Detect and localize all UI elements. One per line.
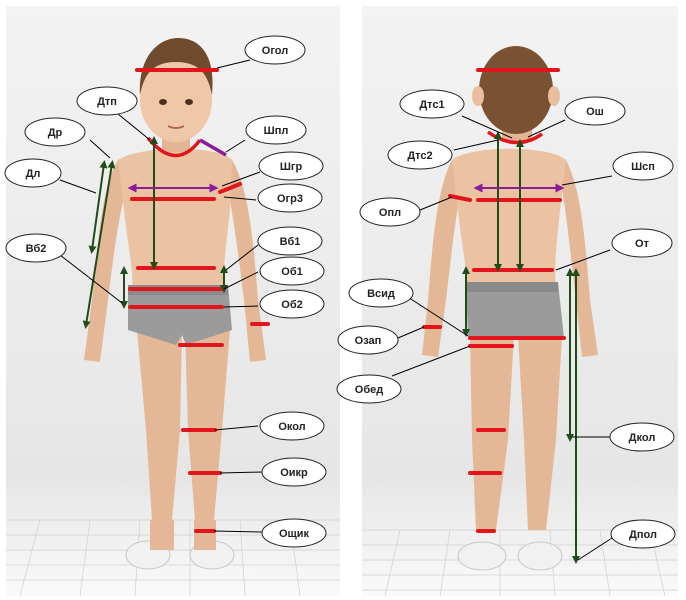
svg-text:Об1: Об1 xyxy=(281,266,302,278)
label-ogr3: Огр3 xyxy=(258,184,322,212)
svg-text:Др: Др xyxy=(48,127,63,139)
svg-text:Оикр: Оикр xyxy=(280,467,308,479)
svg-text:Озап: Озап xyxy=(355,335,382,347)
label-osh: Ош xyxy=(565,97,625,125)
svg-text:Вб2: Вб2 xyxy=(26,243,47,255)
label-ogol: Огол xyxy=(245,36,305,64)
svg-text:Дл: Дл xyxy=(26,168,41,180)
svg-text:Дкол: Дкол xyxy=(629,432,656,444)
label-ob2: Об2 xyxy=(260,290,324,318)
svg-text:Шсп: Шсп xyxy=(631,161,655,173)
svg-text:Всид: Всид xyxy=(367,288,395,300)
label-oikr: Оикр xyxy=(262,458,326,486)
label-opl: Опл xyxy=(360,198,420,226)
label-shgr: Шгр xyxy=(259,152,323,180)
svg-text:Шгр: Шгр xyxy=(280,161,303,173)
svg-text:Дпол: Дпол xyxy=(629,529,657,541)
label-dpol: Дпол xyxy=(611,520,675,548)
svg-text:Обед: Обед xyxy=(355,384,383,396)
svg-text:Окол: Окол xyxy=(278,421,305,433)
label-shsp: Шсп xyxy=(613,152,673,180)
label-vb2: Вб2 xyxy=(6,234,66,262)
svg-text:Дтс1: Дтс1 xyxy=(419,99,444,111)
label-ot: От xyxy=(612,229,672,257)
label-dl: Дл xyxy=(5,159,61,187)
label-ozap: Озап xyxy=(338,326,398,354)
svg-text:От: От xyxy=(635,238,650,250)
label-okol: Окол xyxy=(260,412,324,440)
label-dr: Др xyxy=(25,118,85,146)
label-ob1: Об1 xyxy=(260,257,324,285)
svg-text:Шпл: Шпл xyxy=(264,125,289,137)
svg-text:Об2: Об2 xyxy=(281,299,302,311)
label-dtp: Дтп xyxy=(77,87,137,115)
svg-text:Огр3: Огр3 xyxy=(277,193,303,205)
label-obed: Обед xyxy=(337,375,401,403)
label-vsid: Всид xyxy=(349,279,413,307)
svg-text:Опл: Опл xyxy=(379,207,401,219)
label-dts2: Дтс2 xyxy=(388,141,452,169)
svg-text:Ош: Ош xyxy=(586,106,604,118)
svg-text:Вб1: Вб1 xyxy=(280,236,301,248)
svg-text:Дтп: Дтп xyxy=(97,96,117,108)
svg-text:Ощик: Ощик xyxy=(279,528,310,540)
svg-text:Дтс2: Дтс2 xyxy=(407,150,432,162)
label-shpl: Шпл xyxy=(246,116,306,144)
svg-text:Огол: Огол xyxy=(262,45,288,57)
label-oshchik: Ощик xyxy=(262,519,326,547)
label-dkol: Дкол xyxy=(610,423,674,451)
label-dts1: Дтс1 xyxy=(400,90,464,118)
label-vb1: Вб1 xyxy=(258,227,322,255)
